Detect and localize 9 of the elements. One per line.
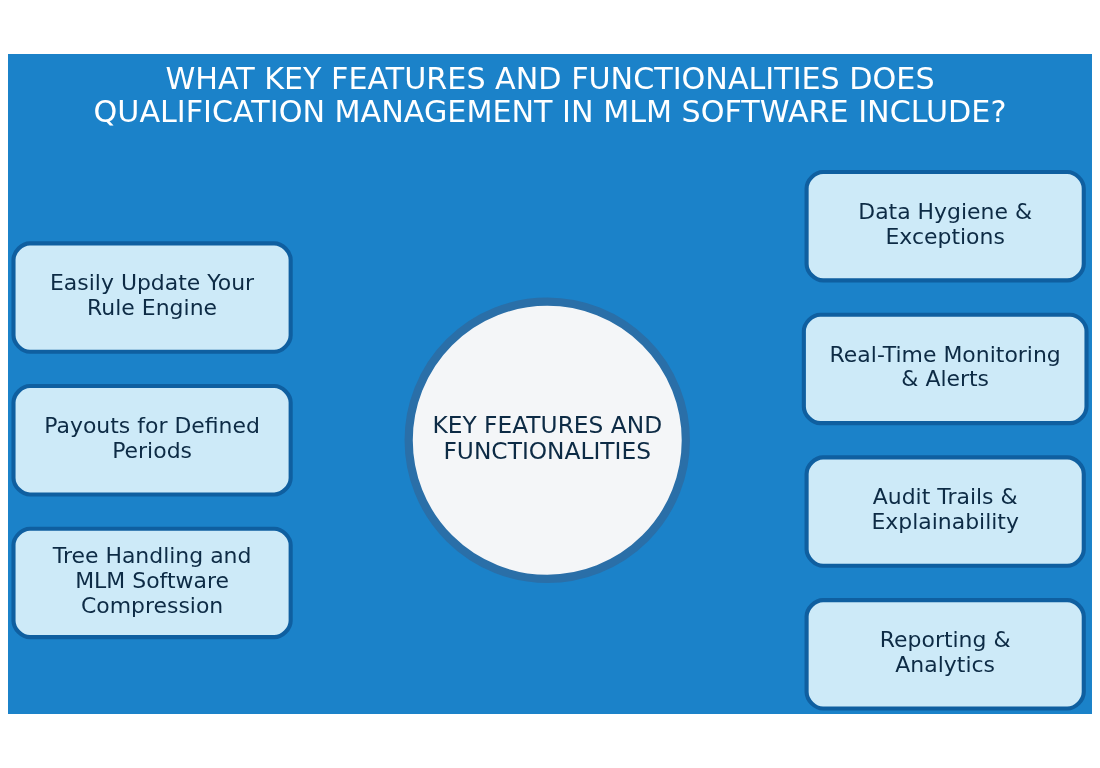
diagram-title: WHAT KEY FEATURES AND FUNCTIONALITIES DOES QUALIFICATION MANAGEMENT IN MLM SOFTWARE INCLUDE? xyxy=(93,61,1007,130)
node-box: Tree Handling and MLM Software Compression xyxy=(11,526,293,640)
node-box: Payouts for Defined Periods xyxy=(11,384,293,497)
node-box: Audit Trails & Explainability xyxy=(804,455,1086,568)
node-circle: KEY FEATURES AND FUNCTIONALITIES xyxy=(404,297,690,583)
node-box: Real-Time Monitoring & Alerts xyxy=(801,312,1089,426)
node-box: Reporting & Analytics xyxy=(804,598,1086,711)
node-box: Easily Update Your Rule Engine xyxy=(11,241,293,354)
node-box: Data Hygiene & Exceptions xyxy=(804,169,1086,283)
